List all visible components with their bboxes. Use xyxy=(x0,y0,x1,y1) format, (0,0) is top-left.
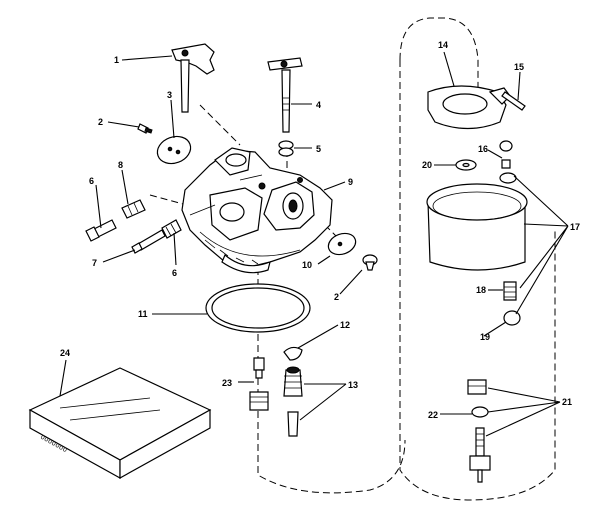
bowl-nut-part xyxy=(467,379,491,483)
callout-8: 8 xyxy=(118,160,123,170)
fitting-part xyxy=(121,199,146,219)
callout-13: 13 xyxy=(348,380,358,390)
main-jet-part xyxy=(249,357,269,411)
callout-1: 1 xyxy=(114,55,119,65)
callout-5: 5 xyxy=(316,144,321,154)
callout-24: 24 xyxy=(60,348,70,358)
seal-part xyxy=(278,140,294,157)
callout-6-lower: 6 xyxy=(172,268,177,278)
callout-18: 18 xyxy=(476,285,486,295)
callout-19: 19 xyxy=(480,332,490,342)
seal-washer-part xyxy=(283,346,303,361)
repair-kit-box: ooooooo xyxy=(28,367,212,480)
washer-part xyxy=(455,159,477,171)
callout-2-upper: 2 xyxy=(98,117,103,127)
choke-shaft-part xyxy=(171,43,215,113)
callout-20: 20 xyxy=(422,160,432,170)
throttle-shaft-part xyxy=(267,57,303,133)
screw-part-upper xyxy=(137,123,153,134)
callout-22: 22 xyxy=(428,410,438,420)
guide-lever xyxy=(199,104,241,146)
callout-4: 4 xyxy=(316,100,321,110)
callout-9: 9 xyxy=(348,177,353,187)
callout-14: 14 xyxy=(438,40,448,50)
gasket-part xyxy=(503,310,521,326)
screw-part-6 xyxy=(85,219,117,242)
callout-2-lower: 2 xyxy=(334,292,339,302)
carb-bowl-envelope xyxy=(257,268,406,494)
inlet-needle-part xyxy=(499,140,517,184)
carburetor-body-part xyxy=(181,147,333,274)
callout-12: 12 xyxy=(340,320,350,330)
callout-7: 7 xyxy=(92,258,97,268)
float-part xyxy=(427,85,511,130)
bowl-gasket-part xyxy=(205,283,311,333)
throttle-plate-part xyxy=(327,232,357,256)
nozzle-spring-part xyxy=(283,366,303,437)
float-pin-part xyxy=(501,91,526,111)
bowl-envelope-outline xyxy=(399,17,556,501)
leader-lines xyxy=(59,51,569,437)
callout-3: 3 xyxy=(167,90,172,100)
mixture-needle-part xyxy=(131,219,182,254)
float-bowl-part xyxy=(426,183,528,271)
callout-23: 23 xyxy=(222,378,232,388)
screw-part-lower xyxy=(362,254,378,271)
callout-labels: 1 2 3 4 5 6 7 8 6 9 10 2 11 12 13 23 24 … xyxy=(60,40,580,420)
callout-10: 10 xyxy=(302,260,312,270)
callout-21: 21 xyxy=(562,397,572,407)
callout-6: 6 xyxy=(89,176,94,186)
callout-15: 15 xyxy=(514,62,524,72)
choke-plate-part xyxy=(156,135,192,165)
callout-11: 11 xyxy=(138,309,148,319)
callout-17: 17 xyxy=(570,222,580,232)
spring-part xyxy=(503,281,517,301)
callout-16: 16 xyxy=(478,144,488,154)
